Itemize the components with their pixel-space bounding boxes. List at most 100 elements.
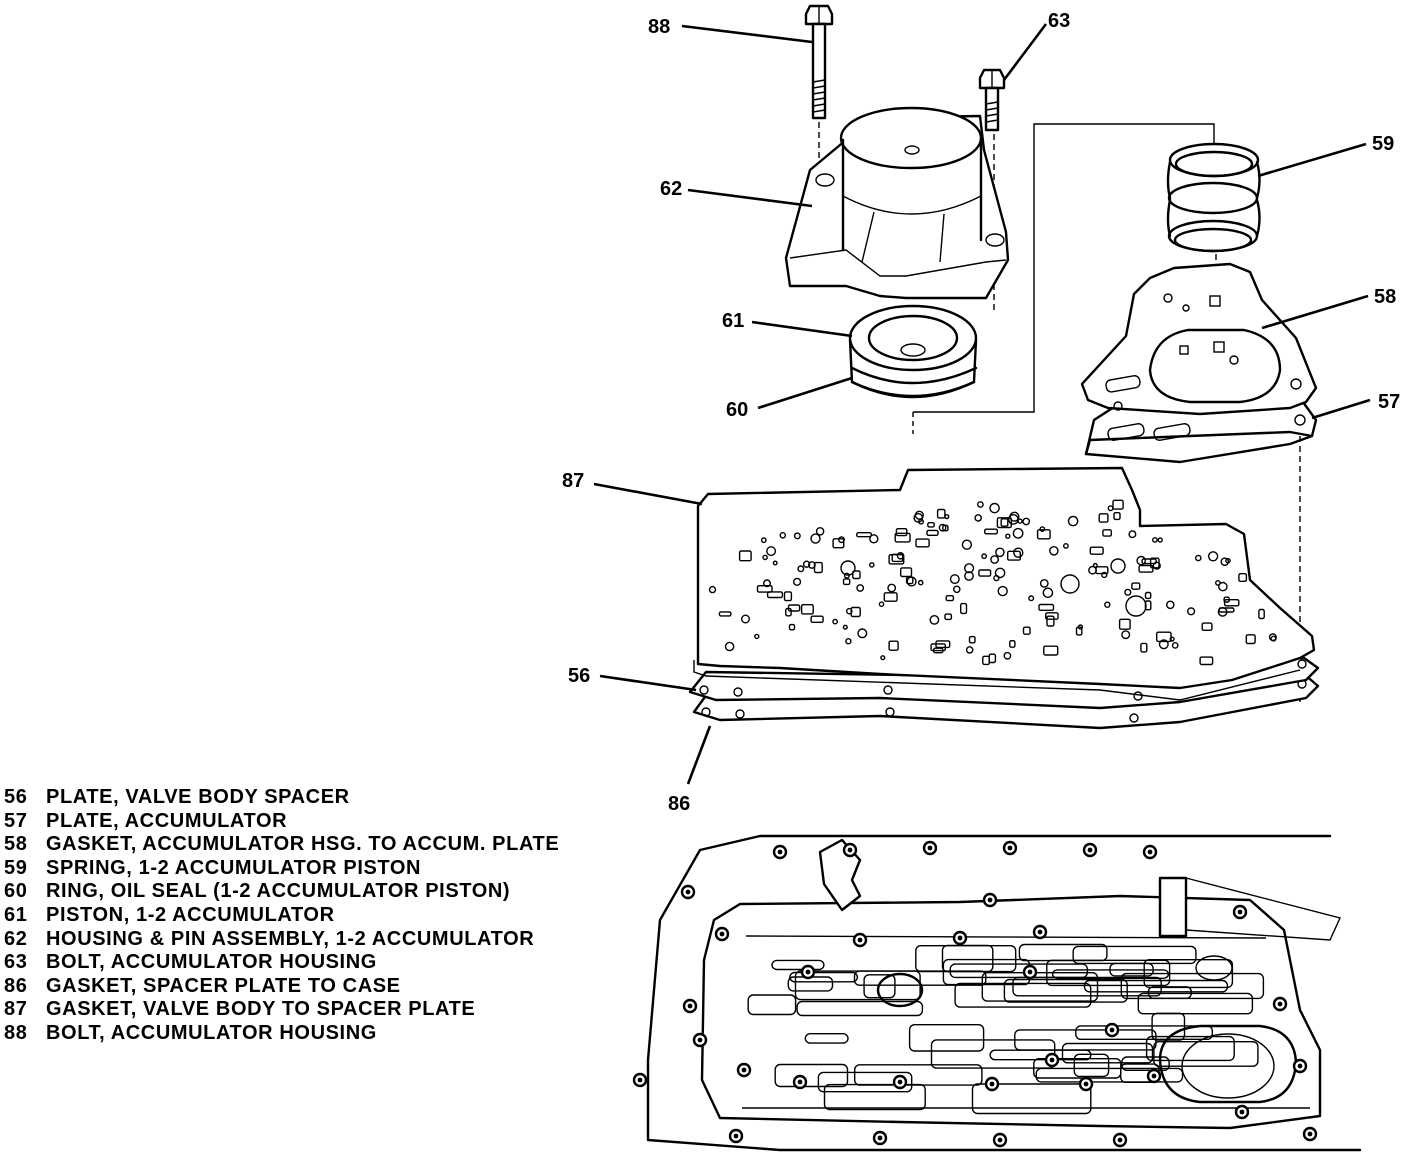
gasket-hole: [1217, 607, 1228, 617]
bolt-hole: [892, 1074, 908, 1090]
bolt-hole: [1032, 924, 1048, 940]
gasket-hole: [936, 508, 946, 519]
accumulator-piston-61: [848, 304, 978, 434]
gasket-hole: [838, 536, 846, 544]
gasket-hole: [1144, 591, 1152, 600]
gasket-hole: [917, 579, 924, 586]
gasket-hole: [741, 614, 751, 624]
gasket-hole: [1003, 651, 1012, 660]
gasket-hole: [887, 583, 897, 593]
gasket-hole: [1028, 595, 1035, 602]
gasket-hole: [1125, 595, 1147, 617]
bolt-hole: [1234, 1104, 1250, 1120]
gasket-hole: [1186, 607, 1196, 616]
gasket-hole: [842, 624, 848, 630]
bolt-63: [978, 68, 1006, 310]
gasket-hole: [981, 553, 987, 560]
gasket-hole: [1042, 587, 1054, 599]
bolt-hole: [1146, 1068, 1162, 1084]
bolt-hole: [872, 1130, 888, 1146]
bolt-hole: [1002, 840, 1018, 856]
gasket-hole: [949, 574, 960, 585]
gasket-hole: [800, 604, 814, 615]
gasket-hole: [1101, 571, 1108, 579]
fluid-passage: [1012, 976, 1162, 997]
fluid-passage: [804, 1032, 849, 1044]
gasket-hole: [1007, 550, 1022, 561]
gasket-hole: [1152, 537, 1158, 543]
gasket-hole: [1169, 636, 1175, 642]
fluid-passage: [1121, 1056, 1170, 1072]
gasket-hole: [1270, 635, 1277, 642]
gasket-hole: [929, 615, 940, 625]
bolt-hole: [982, 892, 998, 908]
gasket-hole: [856, 532, 872, 538]
fluid-passage: [747, 994, 797, 1016]
gasket-hole: [961, 539, 973, 550]
gasket-hole: [815, 527, 825, 536]
bolt-hole: [842, 842, 858, 858]
bolt-hole: [792, 1074, 808, 1090]
bolt-hole: [1078, 1076, 1094, 1092]
gasket-hole: [1220, 557, 1230, 567]
gasket-hole: [1009, 640, 1016, 648]
gasket-hole: [763, 579, 772, 588]
bolt-hole: [682, 998, 698, 1014]
fluid-passage: [796, 1000, 924, 1017]
fluid-passage: [1061, 1042, 1154, 1064]
gasket-hole: [942, 524, 949, 532]
gasket-hole: [1157, 537, 1163, 543]
gasket-hole: [944, 513, 950, 520]
accumulator-housing-62: [784, 106, 1010, 300]
gasket-hole: [1112, 499, 1124, 510]
gasket-hole: [1067, 515, 1079, 527]
valve-body-gasket-87: [693, 466, 1316, 701]
fluid-passage: [1137, 992, 1254, 1015]
fluid-passage: [1083, 979, 1229, 993]
bolt-hole: [1112, 1132, 1128, 1148]
gasket-hole: [724, 641, 735, 652]
gasket-hole: [1223, 599, 1240, 607]
gasket-hole: [802, 560, 811, 568]
gasket-hole: [856, 584, 865, 592]
gasket-hole: [995, 547, 1005, 558]
fluid-passage: [908, 1023, 985, 1052]
gasket-hole: [1009, 511, 1020, 522]
gasket-hole: [888, 640, 899, 651]
fluid-passage: [1003, 978, 1128, 1003]
gasket-hole: [978, 569, 992, 577]
callout-86: 86: [668, 793, 690, 815]
fluid-passage: [771, 959, 825, 971]
fluid-passage: [971, 1083, 1092, 1115]
gasket-hole: [1110, 558, 1126, 574]
bolt-hole: [692, 1032, 708, 1048]
gasket-hole: [779, 532, 787, 539]
gasket-hole: [738, 550, 752, 562]
accumulator-gasket-58: [1080, 262, 1318, 416]
gasket-hole: [1039, 579, 1049, 588]
gasket-hole: [810, 533, 821, 544]
gasket-hole: [1012, 527, 1024, 539]
valve-body-assembly: [632, 834, 1362, 1152]
fluid-passage: [789, 971, 859, 983]
gasket-hole: [926, 529, 939, 537]
bolt-hole: [1302, 1126, 1318, 1142]
gasket-hole: [1207, 551, 1219, 562]
gasket-hole: [1225, 557, 1231, 564]
gasket-hole: [927, 522, 935, 528]
gasket-hole: [1075, 626, 1083, 636]
gasket-hole: [772, 560, 778, 566]
fluid-passage: [794, 970, 921, 1001]
gasket-hole: [810, 615, 824, 624]
gasket-hole: [797, 565, 805, 573]
bolt-hole: [800, 964, 816, 980]
gasket-hole: [1098, 513, 1109, 523]
gasket-hole: [996, 517, 1013, 529]
bolt-hole: [772, 844, 788, 860]
bolt-hole: [1232, 904, 1248, 920]
callout-62: 62: [660, 178, 682, 200]
fluid-passage: [823, 1083, 926, 1111]
